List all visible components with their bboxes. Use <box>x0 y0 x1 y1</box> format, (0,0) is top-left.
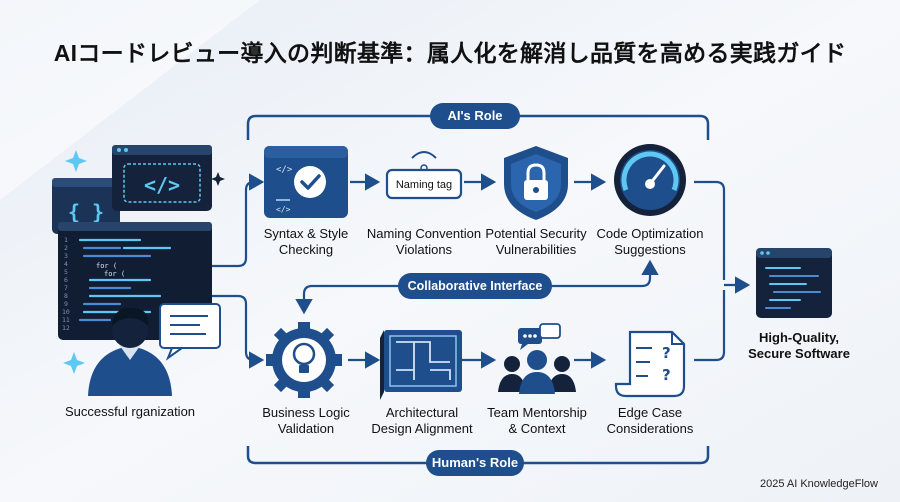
collab-connector-left <box>295 284 400 315</box>
shield-lock-icon <box>504 146 568 220</box>
svg-text:5: 5 <box>64 268 68 276</box>
svg-text:11: 11 <box>62 316 70 324</box>
svg-text:?: ? <box>662 366 671 384</box>
team-icon <box>498 323 576 394</box>
secure-software-icon <box>756 248 832 318</box>
svg-text:6: 6 <box>64 276 68 284</box>
blueprint-icon <box>380 330 462 400</box>
sparkle-icon <box>63 352 85 374</box>
flow-to-ai-row <box>212 173 265 268</box>
code-line-2: for ( <box>104 270 125 278</box>
merge-from-human <box>694 290 726 362</box>
svg-text:?: ? <box>662 344 671 362</box>
tag-icon <box>385 151 463 200</box>
svg-text:3: 3 <box>64 252 68 260</box>
svg-text:</>: </> <box>144 173 180 197</box>
collaborative-interface-label: Collaborative Interface <box>398 273 552 299</box>
gear-lightbulb-icon <box>266 322 342 398</box>
human-role-label: Human's Role <box>426 450 524 476</box>
sparkle-icon <box>65 150 87 172</box>
developer-avatar <box>88 346 172 396</box>
speedometer-icon <box>614 144 686 216</box>
question-document-icon: ? ? <box>614 330 686 398</box>
svg-text:{ }: { } <box>68 200 104 224</box>
code-line-1: for ( <box>96 262 117 270</box>
sparkle-icon <box>211 172 225 186</box>
flow-to-human-row <box>212 294 265 369</box>
svg-text:1: 1 <box>64 236 68 244</box>
output-label: High-Quality,Secure Software <box>748 330 850 361</box>
footer-credit: 2025 AI KnowledgeFlow <box>759 478 878 490</box>
naming-tag-text: Naming tag <box>395 179 453 191</box>
ai-role-label: AI's Role <box>430 103 520 129</box>
svg-text:10: 10 <box>62 308 70 316</box>
svg-text:9: 9 <box>64 300 68 308</box>
svg-text:7: 7 <box>64 284 68 292</box>
svg-text:</>: </> <box>276 205 291 214</box>
svg-text:</>: </> <box>276 165 293 175</box>
svg-text:8: 8 <box>64 292 68 300</box>
organization-label: Successful rganization <box>64 404 196 419</box>
svg-text:2: 2 <box>64 244 68 252</box>
page-title: AIコードレビュー導入の判断基準：属人化を解消し品質を高める実践ガイド <box>53 40 847 66</box>
human-step-label-3: Team Mentorship& Context <box>487 405 587 436</box>
collab-connector-right <box>550 259 659 288</box>
checkmark-icon: </> </> <box>264 146 348 218</box>
svg-text:4: 4 <box>64 260 68 268</box>
svg-text:12: 12 <box>62 324 70 332</box>
merge-from-ai <box>694 180 726 280</box>
